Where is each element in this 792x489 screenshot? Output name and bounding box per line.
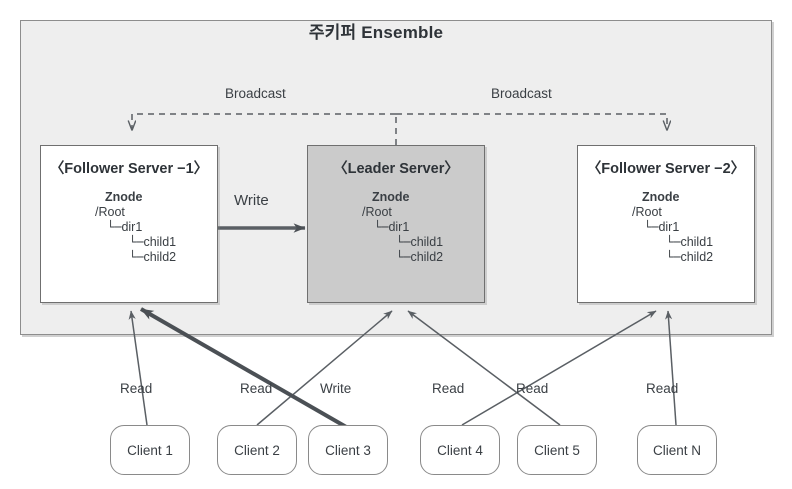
client-label-3: Client 3 <box>325 442 371 458</box>
server-title-leader: 〈Leader Server〉 <box>333 161 459 177</box>
znode-root-leader: /Root <box>362 205 392 219</box>
tree-branch-icon: └─ <box>644 220 659 234</box>
edge-label-read-2: Read <box>240 381 273 396</box>
znode-child1-leader: └─child1 <box>308 235 484 250</box>
edge-label-read-4: Read <box>432 381 465 396</box>
server-box-follower-1[interactable]: 〈Follower Server −1〉 Znode /Root └─dir1 … <box>40 145 218 303</box>
client-box-3[interactable]: Client 3 <box>308 425 388 475</box>
client-box-5[interactable]: Client 5 <box>517 425 597 475</box>
znode-dir-leader: └─dir1 <box>308 220 484 235</box>
tree-branch-icon: └─ <box>374 220 389 234</box>
znode-head-leader: Znode <box>372 190 410 204</box>
znode-child2-label-follower-1: child2 <box>143 250 177 264</box>
znode-tree-follower-1: Znode /Root └─dir1 └─child1 └─child2 <box>41 190 217 265</box>
client-box-2[interactable]: Client 2 <box>217 425 297 475</box>
client-label-5: Client 5 <box>534 442 580 458</box>
tree-branch-icon: └─ <box>396 250 411 264</box>
tree-branch-icon: └─ <box>666 250 681 264</box>
client-box-n[interactable]: Client N <box>637 425 717 475</box>
tree-branch-icon: └─ <box>107 220 122 234</box>
write-label-follower1-to-leader: Write <box>234 192 269 209</box>
client-box-4[interactable]: Client 4 <box>420 425 500 475</box>
znode-child1-follower-2: └─child1 <box>578 235 754 250</box>
tree-branch-icon: └─ <box>666 235 681 249</box>
znode-child1-follower-1: └─child1 <box>41 235 217 250</box>
client-label-4: Client 4 <box>437 442 483 458</box>
znode-dir-label-follower-2: dir1 <box>658 220 680 234</box>
server-title-follower-1: 〈Follower Server −1〉 <box>49 161 209 177</box>
znode-child2-label-leader: child2 <box>410 250 444 264</box>
znode-head-follower-2: Znode <box>642 190 680 204</box>
znode-child2-follower-2: └─child2 <box>578 250 754 265</box>
client-box-1[interactable]: Client 1 <box>110 425 190 475</box>
znode-child1-label-follower-2: child1 <box>680 235 714 249</box>
broadcast-label-right: Broadcast <box>491 86 552 101</box>
znode-root-follower-2: /Root <box>632 205 662 219</box>
ensemble-title: 주키퍼 Ensemble <box>308 23 444 42</box>
server-box-follower-2[interactable]: 〈Follower Server −2〉 Znode /Root └─dir1 … <box>577 145 755 303</box>
znode-child2-label-follower-2: child2 <box>680 250 714 264</box>
znode-dir-follower-1: └─dir1 <box>41 220 217 235</box>
znode-tree-leader: Znode /Root └─dir1 └─child1 └─child2 <box>308 190 484 265</box>
znode-dir-label-leader: dir1 <box>388 220 410 234</box>
server-title-follower-2: 〈Follower Server −2〉 <box>586 161 746 177</box>
znode-root-follower-1: /Root <box>95 205 125 219</box>
znode-child2-leader: └─child2 <box>308 250 484 265</box>
znode-dir-follower-2: └─dir1 <box>578 220 754 235</box>
znode-tree-follower-2: Znode /Root └─dir1 └─child1 └─child2 <box>578 190 754 265</box>
edge-label-read-5: Read <box>516 381 549 396</box>
client-label-2: Client 2 <box>234 442 280 458</box>
znode-child1-label-follower-1: child1 <box>143 235 177 249</box>
znode-child2-follower-1: └─child2 <box>41 250 217 265</box>
tree-branch-icon: └─ <box>129 235 144 249</box>
edge-label-write-3: Write <box>320 381 352 396</box>
client-label-1: Client 1 <box>127 442 173 458</box>
edge-label-read-1: Read <box>120 381 153 396</box>
tree-branch-icon: └─ <box>396 235 411 249</box>
znode-dir-label-follower-1: dir1 <box>121 220 143 234</box>
broadcast-label-left: Broadcast <box>225 86 286 101</box>
server-box-leader[interactable]: 〈Leader Server〉 Znode /Root └─dir1 └─chi… <box>307 145 485 303</box>
znode-head-follower-1: Znode <box>105 190 143 204</box>
znode-child1-label-leader: child1 <box>410 235 444 249</box>
client-label-n: Client N <box>652 442 701 458</box>
tree-branch-icon: └─ <box>129 250 144 264</box>
edge-label-read-n: Read <box>646 381 679 396</box>
